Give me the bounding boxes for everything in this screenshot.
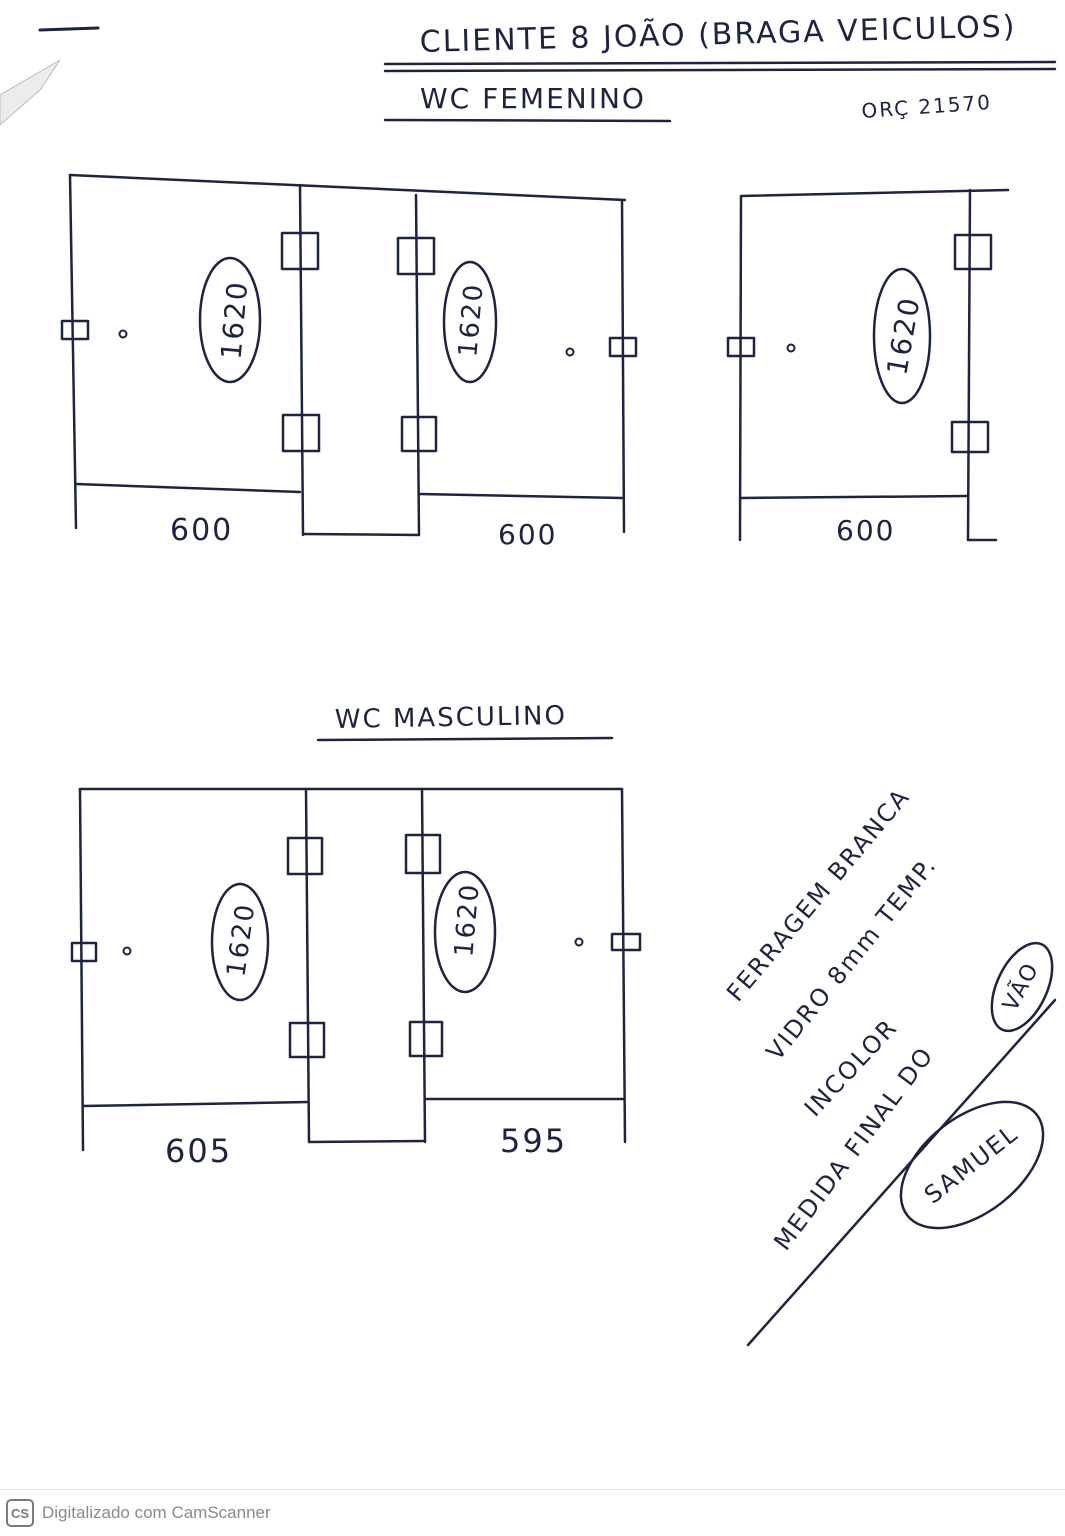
note-glass: VIDRO 8mm TEMP. [761,851,942,1066]
hinge-icon [400,415,438,453]
female-height-right: 1620 [880,294,926,378]
title-underline-2 [383,67,1057,73]
male-stalls-pair: 1620 1620 605 595 [70,787,642,1170]
budget-number: ORÇ 21570 [861,90,993,123]
hinge-icon [396,236,436,276]
title-underline-1 [383,60,1057,66]
male-width-right: 595 [500,1122,567,1160]
camscanner-watermark-text: Digitalizado com CamScanner [42,1503,271,1522]
paper-fold-corner [0,26,100,126]
latch-icon [726,336,756,358]
client-title: CLIENTE 8 JOÃO (BRAGA VEICULOS) [419,8,1017,60]
height-circle [442,260,498,384]
scanner-footer: CS Digitalizado com CamScanner [0,1490,1065,1536]
female-stalls-pair: 1620 1620 600 600 [60,173,638,551]
hinge-icon [280,231,320,271]
knob-icon [574,937,584,947]
female-height-middle: 1620 [453,282,489,359]
latch-icon [610,932,642,952]
knob-icon [565,347,575,357]
hinge-icon [953,233,993,271]
male-width-left: 605 [165,1132,232,1170]
female-heading-underline [383,118,672,123]
female-width-left: 600 [170,513,233,548]
female-width-middle: 600 [498,518,557,551]
male-height-left: 1620 [221,901,261,979]
hinge-icon [281,413,321,453]
latch-icon [60,319,90,341]
hinge-icon [404,833,442,875]
hinge-icon [288,1021,326,1059]
hinge-icon [950,420,990,454]
height-circle [433,870,497,994]
signature-circle [899,1100,1045,1230]
female-heading: WC FEMENINO [420,82,646,115]
knob-icon [122,946,132,956]
hinge-icon [286,836,324,876]
female-height-left: 1620 [215,279,255,361]
female-stall-single: 1620 600 [726,188,1010,547]
female-width-right: 600 [836,514,895,547]
section-male-heading: WC MASCULINO [316,701,614,742]
latch-icon [70,941,98,963]
knob-icon [118,329,128,339]
height-circle [210,882,270,1002]
hinge-icon [408,1020,444,1058]
vao-circle [990,941,1054,1033]
height-circle [198,256,262,384]
signature-line [746,998,1057,1347]
male-heading-underline [316,736,614,742]
specification-notes: FERRAGEM BRANCA VIDRO 8mm TEMP. INCOLOR … [721,783,1057,1347]
camscanner-logo-icon: CS [6,1499,34,1527]
male-height-right: 1620 [449,882,485,959]
height-circle [872,267,932,405]
male-heading: WC MASCULINO [335,701,568,735]
latch-icon [608,336,638,358]
knob-icon [786,343,796,353]
section-female-heading: WC FEMENINO [383,82,672,123]
